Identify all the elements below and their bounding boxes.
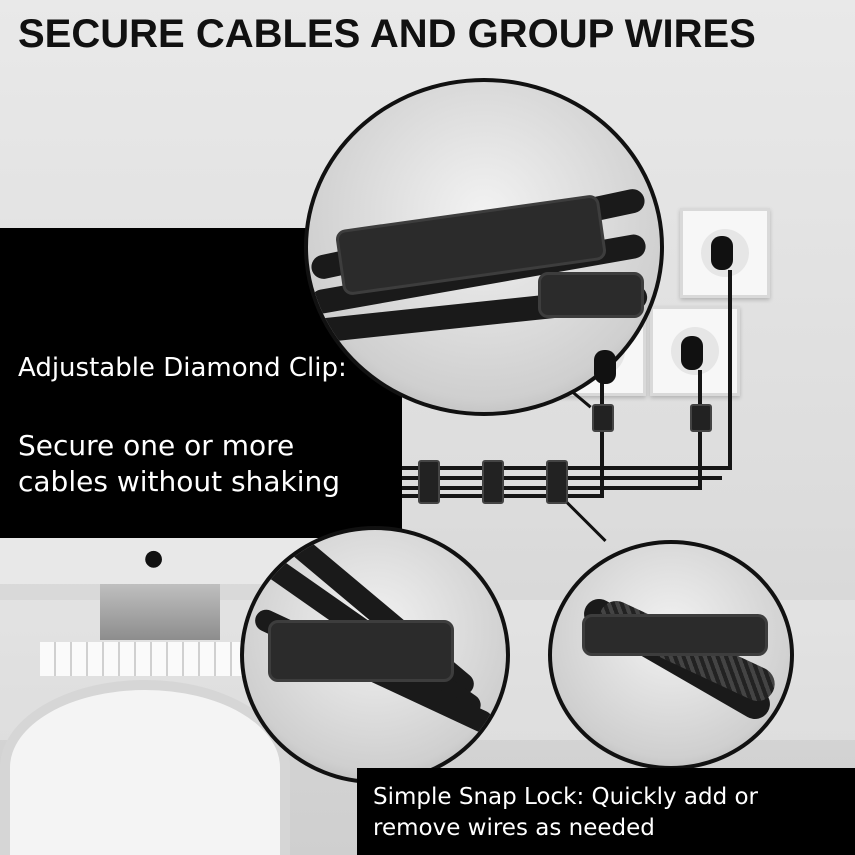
cable (600, 380, 604, 498)
cable (728, 270, 732, 470)
cable-clip (690, 404, 712, 432)
panel-body-line1: Secure one or more (18, 429, 295, 462)
plug (681, 336, 703, 370)
cable-clip (592, 404, 614, 432)
title: SECURE CABLES AND GROUP WIRES (18, 12, 756, 56)
cable-clip (546, 460, 568, 504)
panel-heading: Adjustable Diamond Clip: (18, 353, 347, 383)
cable-clip (268, 620, 454, 682)
zoom-circle-left (240, 526, 510, 784)
panel-body-line2: cables without shaking (18, 465, 340, 498)
plug (594, 350, 616, 384)
apple-logo-icon: ● (144, 546, 164, 571)
bottom-line1: Simple Snap Lock: Quickly add or (373, 784, 759, 810)
zoom-circle-right (548, 540, 794, 770)
plug (711, 236, 733, 270)
chair (0, 680, 290, 855)
cable-clip (582, 614, 768, 656)
bottom-panel (357, 768, 855, 855)
cable-clip (482, 460, 504, 504)
cable-clip (418, 460, 440, 504)
monitor-stand (100, 584, 220, 640)
keyboard (40, 642, 260, 676)
bottom-line2: remove wires as needed (373, 815, 655, 841)
left-panel: Adjustable Diamond Clip: Secure one or m… (0, 228, 402, 538)
clip-base (538, 272, 644, 318)
bottom-text: Simple Snap Lock: Quickly add or remove … (373, 782, 843, 844)
